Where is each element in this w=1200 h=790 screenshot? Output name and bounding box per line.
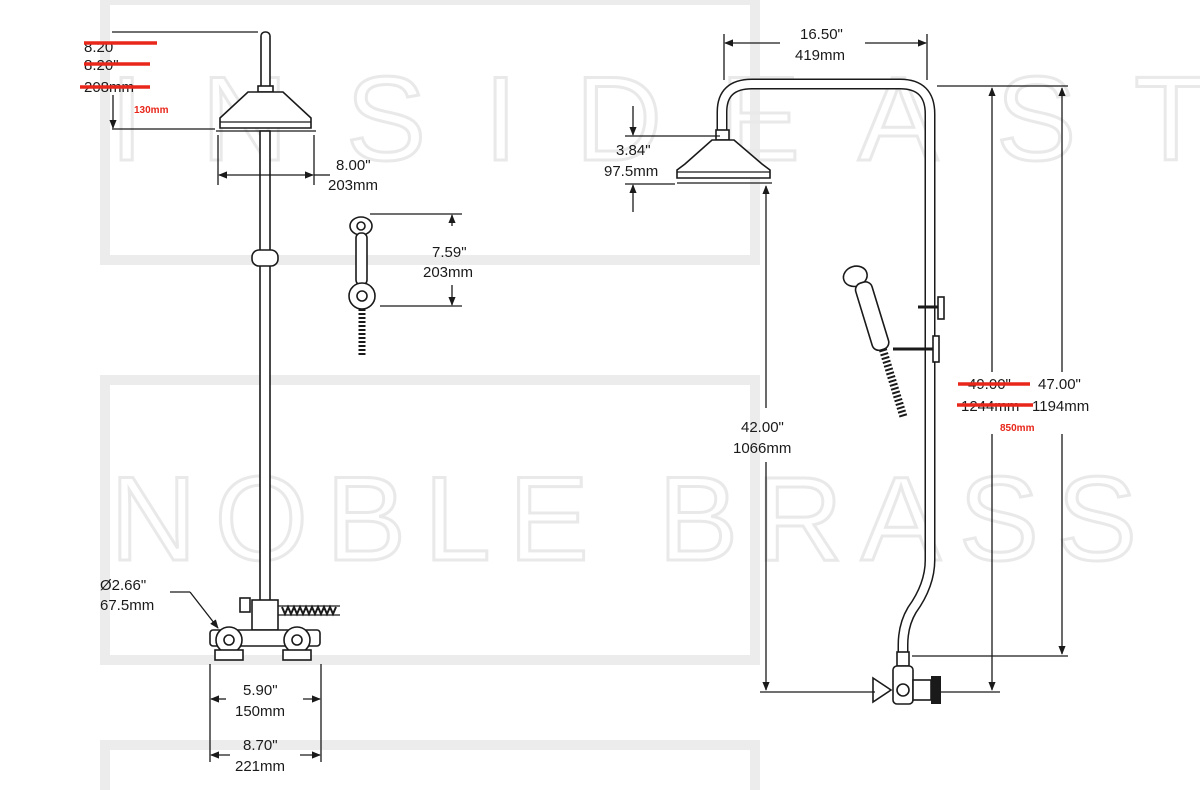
watermark-text-middle: NOBLE BRASS [110, 452, 1155, 586]
hand-shower [348, 216, 376, 356]
riser-height-note: 850mm [1000, 423, 1035, 434]
hand-shower-side [842, 265, 908, 418]
watermark-frame-top [100, 0, 760, 265]
head-to-valve-mm: 1066mm [733, 440, 791, 457]
reach-mm: 419mm [795, 47, 845, 64]
watermark-frame-bottom [100, 740, 760, 790]
cross-handle-side [872, 676, 893, 704]
valve-body [251, 599, 279, 631]
handle-diameter-in: Ø2.66" [100, 577, 146, 594]
watermark-frame-middle [100, 375, 760, 665]
riser-height-new-mm: 1194mm [1032, 398, 1089, 415]
rain-shower-head-side [676, 139, 771, 179]
head-height-new: 130mm [134, 105, 169, 116]
head-depth-mm: 97.5mm [604, 163, 658, 180]
riser-height-new-in: 47.00" [1038, 376, 1081, 393]
valve-width-mm: 221mm [235, 758, 285, 775]
head-width-mm: 203mm [328, 177, 378, 194]
handle-spacing-mm: 150mm [235, 703, 285, 720]
side-view: 16.50" 419mm 3.84" 97.5mm 42.00" 1066mm … [604, 26, 1090, 705]
hand-shower-holder [932, 335, 940, 363]
riser-bracket [251, 249, 279, 267]
front-view: 8.20 8.20" 208mm 130mm 8.00" 203mm 7.59"… [80, 31, 473, 775]
head-to-valve-in: 42.00" [741, 419, 784, 436]
head-width-in: 8.00" [336, 157, 371, 174]
hose-outlet [281, 604, 337, 617]
rain-shower-head [219, 91, 312, 129]
riser-pipe [259, 130, 271, 602]
handle-diameter-mm: 67.5mm [100, 597, 154, 614]
handset-length-in: 7.59" [432, 244, 467, 261]
handle-spacing-in: 5.90" [243, 682, 278, 699]
shower-arm [260, 31, 271, 91]
valve-width-in: 8.70" [243, 737, 278, 754]
reach-in: 16.50" [800, 26, 843, 43]
riser-pipe-side [718, 80, 934, 665]
handset-length-mm: 203mm [423, 264, 473, 281]
head-depth-in: 3.84" [616, 142, 651, 159]
